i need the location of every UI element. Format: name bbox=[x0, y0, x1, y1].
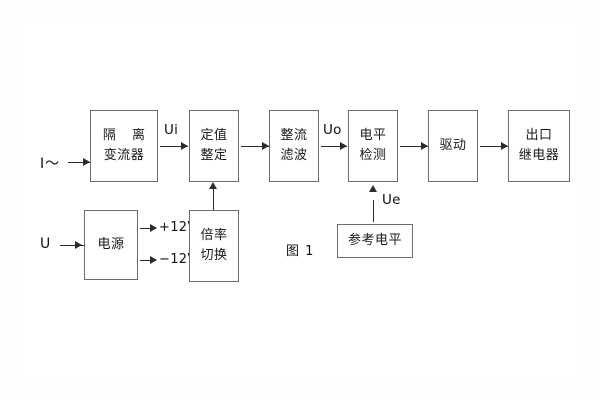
block-level-detect-line-2: 检测 bbox=[359, 148, 387, 163]
block-ratio-switch: 倍率 切换 bbox=[189, 210, 239, 282]
block-level-detect-line-1: 电平 bbox=[359, 127, 387, 143]
signal-label-uo: Uo bbox=[323, 122, 342, 138]
arrowhead-voltage-to-power bbox=[75, 240, 82, 249]
wire-setting-to-rectify bbox=[241, 146, 269, 147]
block-reference-level: 参考电平 bbox=[337, 224, 413, 258]
figure-caption: 图 1 bbox=[286, 244, 315, 259]
block-ratio-switch-line-1: 倍率 bbox=[200, 227, 228, 243]
wire-drive-to-output bbox=[480, 146, 508, 147]
block-drive-line-1: 驱动 bbox=[439, 137, 467, 153]
block-output-relay: 出口 继电器 bbox=[508, 110, 570, 182]
signal-label-ue: Ue bbox=[382, 192, 401, 208]
block-isolation-ct-line-1: 隔 离 bbox=[102, 127, 152, 143]
block-power-supply: 电源 bbox=[84, 210, 138, 280]
block-reference-level-line-1: 参考电平 bbox=[347, 232, 402, 248]
arrowhead-reference-to-level bbox=[369, 185, 377, 192]
input-label-current: I～ bbox=[40, 156, 61, 172]
rail-label-pos: +12V bbox=[159, 220, 197, 235]
block-rectify-filter-line-1: 整流 bbox=[280, 127, 308, 143]
arrowhead-current-to-isolation bbox=[83, 157, 90, 166]
input-label-voltage: U bbox=[40, 236, 52, 252]
diagram-panel: I～ 隔 离 变流器 Ui 定值 整定 整流 滤波 Uo bbox=[22, 22, 578, 378]
arrowhead-level-to-drive bbox=[421, 141, 428, 150]
wire-rectify-to-level bbox=[321, 146, 347, 147]
block-setting-value-line-2: 整定 bbox=[200, 148, 228, 163]
arrowhead-setting-to-rectify bbox=[262, 141, 269, 150]
block-rectify-filter: 整流 滤波 bbox=[269, 110, 319, 182]
block-drive: 驱动 bbox=[428, 110, 478, 182]
block-output-relay-line-1: 出口 bbox=[525, 127, 553, 143]
block-level-detect: 电平 检测 bbox=[348, 110, 398, 182]
wire-isolation-to-setting bbox=[160, 146, 188, 147]
arrowhead-rail-neg bbox=[150, 255, 157, 264]
arrowhead-ratio-to-setting bbox=[209, 182, 217, 189]
wire-rail-pos bbox=[140, 228, 156, 229]
block-output-relay-line-2: 继电器 bbox=[518, 148, 560, 163]
wire-rail-neg bbox=[140, 260, 156, 261]
block-isolation-ct-line-2: 变流器 bbox=[103, 148, 145, 163]
block-rectify-filter-line-2: 滤波 bbox=[280, 148, 308, 163]
arrowhead-rail-pos bbox=[150, 223, 157, 232]
arrowhead-rectify-to-level bbox=[340, 141, 347, 150]
block-setting-value-line-1: 定值 bbox=[200, 127, 228, 143]
block-isolation-ct: 隔 离 变流器 bbox=[90, 110, 158, 182]
block-ratio-switch-line-2: 切换 bbox=[200, 248, 228, 263]
signal-label-ui: Ui bbox=[164, 122, 179, 138]
rail-label-neg: −12V bbox=[159, 252, 197, 267]
wire-level-to-drive bbox=[400, 146, 428, 147]
arrowhead-isolation-to-setting bbox=[181, 141, 188, 150]
wire-reference-to-level bbox=[373, 200, 374, 222]
wire-ratio-to-setting bbox=[213, 186, 214, 210]
arrowhead-drive-to-output bbox=[501, 141, 508, 150]
block-power-supply-line-1: 电源 bbox=[97, 236, 125, 252]
block-setting-value: 定值 整定 bbox=[189, 110, 239, 182]
